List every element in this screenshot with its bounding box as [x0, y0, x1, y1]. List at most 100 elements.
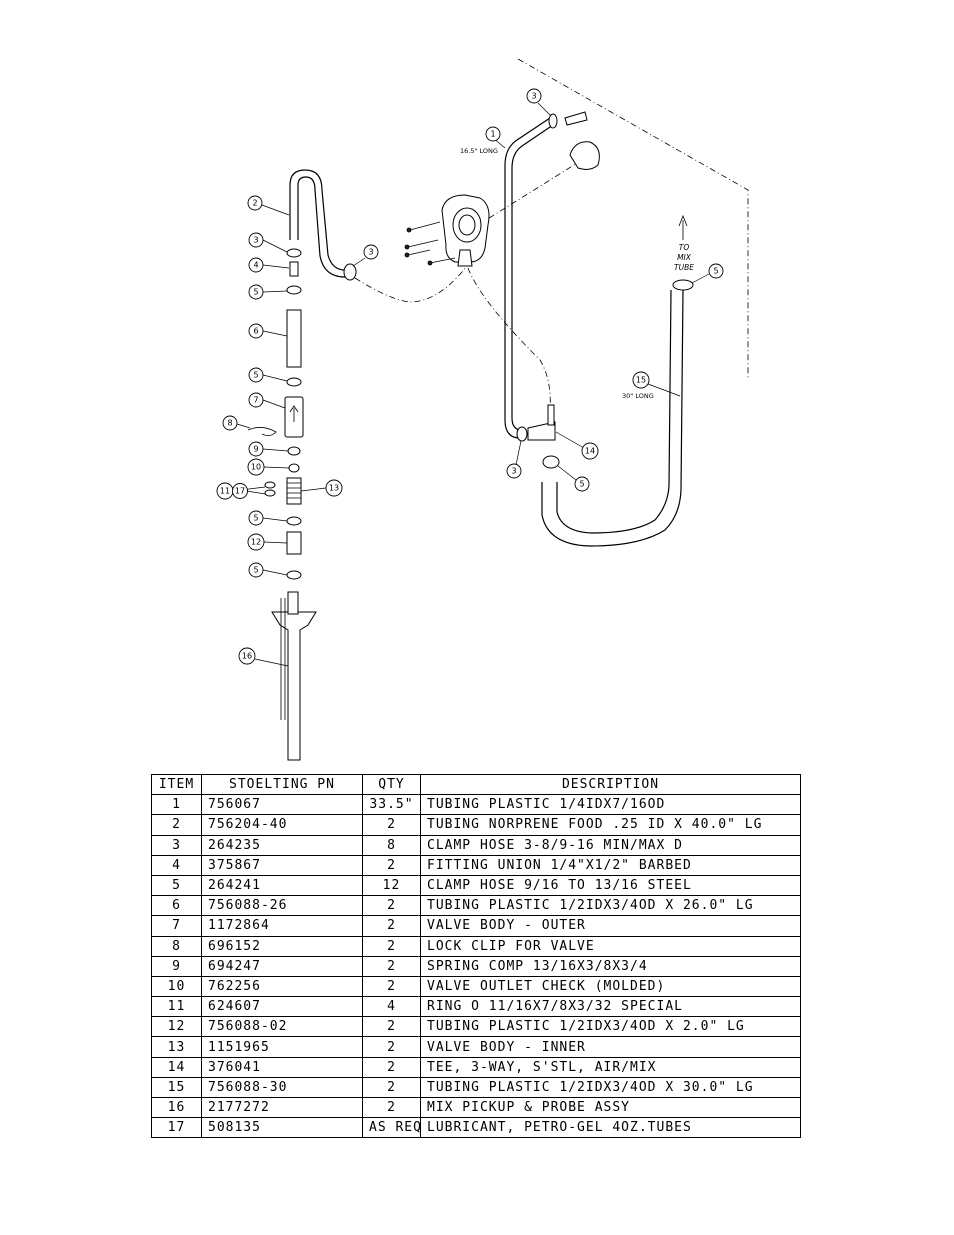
- balloon-5-c: 5: [248, 510, 288, 526]
- cell-description: TUBING PLASTIC 1/2IDX3/4OD X 26.0" LG: [420, 895, 801, 917]
- cell-qty: 8: [362, 834, 421, 856]
- air-orifice-cap: [569, 141, 600, 170]
- balloon-6: 6: [248, 323, 288, 339]
- cell-description: FITTING UNION 1/4"X1/2" BARBED: [420, 854, 801, 876]
- note-to-mix-tube-1: TO: [679, 243, 690, 252]
- cell-qty: 2: [362, 854, 421, 876]
- svg-text:3: 3: [531, 92, 536, 101]
- cell-pn: 696152: [201, 935, 363, 957]
- svg-text:5: 5: [713, 267, 718, 276]
- tee-item-14: [527, 421, 556, 441]
- balloon-5-right: 5: [557, 465, 590, 492]
- balloon-10: 10: [247, 458, 290, 476]
- valve-body-inner-item-13: [286, 477, 302, 505]
- cell-pn: 756088-26: [201, 895, 363, 917]
- mount-screws: [407, 221, 456, 264]
- cell-item: 7: [151, 915, 202, 937]
- note-item15-length: 30" LONG: [622, 392, 654, 400]
- balloon-5-d: 5: [248, 562, 288, 578]
- svg-text:3: 3: [368, 248, 373, 257]
- tube-item-12: [286, 531, 302, 555]
- balloon-3-mid: 3: [352, 244, 379, 267]
- cell-item: 10: [151, 975, 202, 998]
- cell-item: 3: [151, 834, 202, 856]
- clamp-item-3-top: [548, 113, 558, 129]
- cell-pn: 1172864: [201, 915, 363, 937]
- header-item: ITEM: [151, 773, 202, 796]
- balloon-16: 16: [238, 647, 289, 667]
- balloon-3-bottom: 3: [506, 440, 522, 479]
- svg-text:14: 14: [585, 447, 595, 456]
- clamp-item-3-bottom: [516, 426, 528, 442]
- cell-pn: 508135: [201, 1117, 363, 1139]
- svg-text:5: 5: [579, 480, 584, 489]
- cell-pn: 264241: [201, 874, 363, 897]
- cell-description: TEE, 3-WAY, S'STL, AIR/MIX: [420, 1056, 801, 1078]
- svg-text:4: 4: [253, 261, 258, 270]
- balloon-8: 8: [222, 415, 251, 431]
- note-to-mix-tube-3: TUBE: [674, 263, 694, 272]
- balloon-13: 13: [300, 479, 343, 497]
- clamp-item-5-b: [286, 377, 302, 387]
- balloon-5-mix: 5: [691, 263, 724, 284]
- cell-qty: 2: [362, 1056, 421, 1078]
- header-stoelting-pn: STOELTING PN: [201, 773, 363, 796]
- svg-text:8: 8: [227, 419, 232, 428]
- cell-description: SPRING COMP 13/16X3/8X3/4: [420, 955, 801, 977]
- cell-pn: 2177272: [201, 1096, 363, 1119]
- item-1-tube: [504, 117, 551, 439]
- exploded-assembly-diagram: 16.5" LONG 30" LONG TO MIX TUBE 1 2 3 4 …: [216, 58, 749, 761]
- cell-description: LOCK CLIP FOR VALVE: [420, 935, 801, 957]
- balloon-4: 4: [248, 257, 290, 273]
- cell-description: TUBING PLASTIC 1/2IDX3/4OD X 2.0" LG: [420, 1016, 801, 1038]
- cell-qty: 2: [362, 814, 421, 836]
- clamp-item-5-d: [286, 570, 302, 580]
- note-to-mix-tube-2: MIX: [677, 253, 692, 262]
- svg-text:6: 6: [253, 327, 258, 336]
- cell-qty: 2: [362, 915, 421, 937]
- cell-qty: 12: [362, 874, 421, 897]
- svg-text:3: 3: [511, 467, 516, 476]
- cell-description: CLAMP HOSE 3-8/9-16 MIN/MAX D: [420, 834, 801, 856]
- cell-pn: 375867: [201, 854, 363, 876]
- cell-item: 17: [151, 1117, 202, 1139]
- balloon-5-a: 5: [248, 284, 288, 300]
- cell-item: 16: [151, 1096, 202, 1119]
- mix-pickup-probe-item-16: [271, 611, 317, 761]
- clamp-item-5-mix: [672, 279, 694, 291]
- cell-description: VALVE BODY - OUTER: [420, 915, 801, 937]
- balloon-3-top: 3: [526, 88, 552, 117]
- connection-path-1: [354, 261, 471, 303]
- cell-description: VALVE OUTLET CHECK (MOLDED): [420, 975, 801, 998]
- spring-item-9: [287, 446, 301, 456]
- svg-text:5: 5: [253, 371, 258, 380]
- svg-text:10: 10: [251, 463, 261, 472]
- cell-pn: 376041: [201, 1056, 363, 1078]
- svg-text:1: 1: [490, 130, 495, 139]
- connection-path-2: [467, 267, 551, 411]
- balloon-11: 11: [216, 482, 266, 500]
- cell-description: TUBING PLASTIC 1/4IDX7/16OD: [420, 794, 801, 816]
- note-item1-length: 16.5" LONG: [460, 147, 498, 155]
- cell-pn: 1151965: [201, 1036, 363, 1058]
- lock-clip-item-8: [247, 427, 277, 436]
- cell-qty: 2: [362, 975, 421, 998]
- cell-qty: AS REQ: [362, 1117, 421, 1139]
- up-arrow: [678, 214, 688, 240]
- tube-item-6: [286, 309, 302, 368]
- svg-text:17: 17: [235, 487, 245, 496]
- cell-pn: 762256: [201, 975, 363, 998]
- cell-item: 15: [151, 1076, 202, 1099]
- cell-item: 12: [151, 1016, 202, 1038]
- svg-text:16: 16: [242, 652, 252, 661]
- svg-text:3: 3: [253, 236, 258, 245]
